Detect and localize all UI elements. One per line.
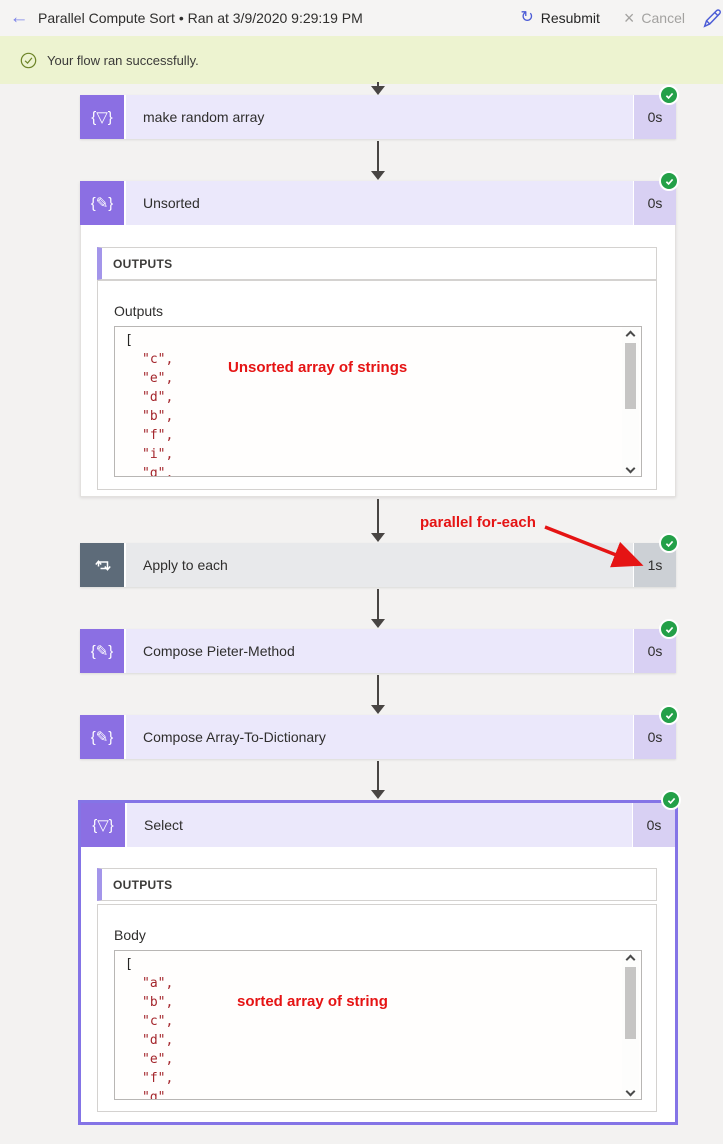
action-title: Unsorted — [124, 181, 633, 225]
success-badge-icon — [659, 619, 679, 639]
connector-arrow — [370, 499, 386, 542]
annotation-sorted-array: sorted array of string — [237, 993, 388, 1010]
action-unsorted-header[interactable]: {✎} Unsorted 0s — [80, 171, 679, 225]
connector-arrow — [370, 141, 386, 180]
success-badge-icon — [659, 705, 679, 725]
compose-icon: {✎} — [80, 715, 124, 759]
action-apply-to-each[interactable]: Apply to each 1s — [80, 533, 679, 587]
scroll-down-icon[interactable] — [626, 1088, 634, 1096]
action-title: Compose Pieter-Method — [124, 629, 633, 673]
action-title: Select — [125, 803, 632, 847]
compose-icon: {✎} — [80, 181, 124, 225]
compose-icon: {✎} — [80, 629, 124, 673]
banner-message: Your flow ran successfully. — [47, 52, 199, 68]
action-duration: 0s — [633, 181, 676, 225]
action-select-header[interactable]: {▽} Select 0s — [81, 790, 681, 847]
select-data-operation-icon: {▽} — [80, 95, 124, 139]
action-title: make random array — [124, 95, 633, 139]
scroll-up-icon[interactable] — [626, 330, 634, 338]
success-badge-icon — [659, 85, 679, 105]
connector-arrow — [370, 82, 386, 95]
success-badge-icon — [659, 171, 679, 191]
action-duration: 0s — [632, 803, 675, 847]
action-duration: 0s — [633, 629, 676, 673]
cancel-button[interactable]: × Cancel — [614, 2, 695, 34]
action-duration: 0s — [633, 715, 676, 759]
topbar-actions: ↻ Resubmit × Cancel — [510, 2, 723, 34]
back-arrow-icon: ← — [9, 7, 29, 28]
connector-arrow — [370, 589, 386, 628]
cancel-icon: × — [623, 8, 635, 28]
outputs-section-header: OUTPUTS — [97, 247, 657, 280]
success-badge-icon — [659, 533, 679, 553]
body-code-box[interactable]: ["a","b","c","d","e","f","g", — [114, 950, 642, 1100]
action-title: Compose Array-To-Dictionary — [124, 715, 633, 759]
card-unsorted: {✎} Unsorted 0s OUTPUTS Outputs ["c","e"… — [80, 171, 679, 497]
outputs-code-box[interactable]: ["c","e","d","b","f","i","g", — [114, 326, 642, 477]
scrollbar[interactable] — [622, 327, 639, 476]
scrollbar[interactable] — [622, 951, 639, 1099]
scrollbar-thumb[interactable] — [625, 343, 636, 409]
scrollbar-thumb[interactable] — [625, 967, 636, 1039]
action-title: Apply to each — [124, 543, 633, 587]
cancel-label: Cancel — [641, 10, 685, 26]
annotation-unsorted-array: Unsorted array of strings — [228, 359, 408, 376]
outputs-field-label: Outputs — [114, 303, 164, 319]
action-compose-array-to-dictionary[interactable]: {✎} Compose Array-To-Dictionary 0s — [80, 705, 679, 759]
outputs-panel: Outputs ["c","e","d","b","f","i","g", — [97, 280, 657, 490]
edit-pencil-icon[interactable] — [701, 7, 723, 29]
outputs-section-label: OUTPUTS — [113, 877, 173, 892]
annotation-parallel-for-each: parallel for-each — [420, 514, 536, 531]
resubmit-icon: ↻ — [520, 9, 534, 26]
scroll-up-icon[interactable] — [626, 954, 634, 962]
body-field-label: Body — [114, 927, 146, 943]
action-compose-pieter-method[interactable]: {✎} Compose Pieter-Method 0s — [80, 619, 679, 673]
success-banner: Your flow ran successfully. — [0, 36, 723, 84]
scroll-down-icon[interactable] — [626, 465, 634, 473]
select-data-operation-icon: {▽} — [81, 803, 125, 847]
success-badge-icon — [661, 790, 681, 810]
action-make-random-array[interactable]: {▽} make random array 0s — [80, 85, 679, 139]
top-bar: ← Parallel Compute Sort • Ran at 3/9/202… — [0, 0, 723, 36]
resubmit-label: Resubmit — [540, 10, 600, 26]
outputs-section-label: OUTPUTS — [113, 256, 173, 271]
resubmit-button[interactable]: ↻ Resubmit — [510, 2, 610, 34]
back-button[interactable]: ← — [0, 7, 38, 29]
apply-to-each-loop-icon — [80, 543, 124, 587]
outputs-panel: Body ["a","b","c","d","e","f","g", — [97, 904, 657, 1112]
card-select: {▽} Select 0s OUTPUTS Body ["a","b","c",… — [78, 790, 681, 1125]
run-title: Parallel Compute Sort • Ran at 3/9/2020 … — [38, 10, 363, 26]
success-check-icon — [20, 52, 37, 68]
connector-arrow — [370, 761, 386, 799]
outputs-section-header: OUTPUTS — [97, 868, 657, 901]
connector-arrow — [370, 675, 386, 714]
